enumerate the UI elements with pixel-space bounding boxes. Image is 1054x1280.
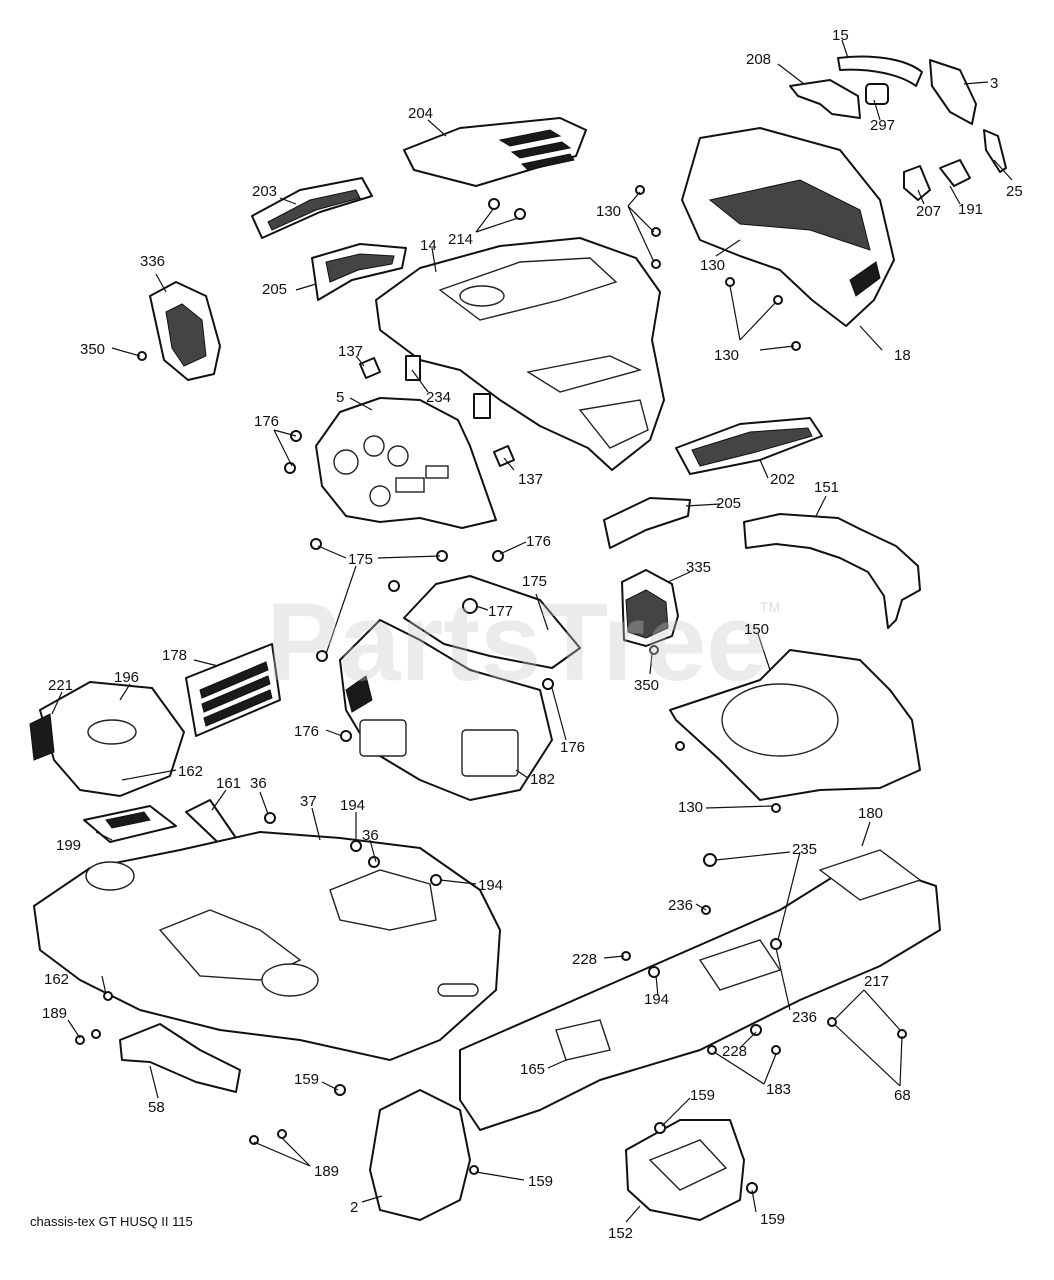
part-175-bracket	[403, 575, 581, 669]
callout-label: 36	[362, 827, 379, 844]
callout-label: 205	[262, 281, 287, 298]
watermark: PartsTree	[266, 581, 767, 704]
callout-label: 162	[44, 971, 69, 988]
callout-label: 3	[990, 75, 998, 92]
callout-label: 130	[700, 257, 725, 274]
callout-label: 151	[814, 479, 839, 496]
callout-label: 18	[894, 347, 911, 364]
callout-label: 194	[478, 877, 503, 894]
callout-label: 235	[792, 841, 817, 858]
callout-label: 130	[678, 799, 703, 816]
callout-label: 177	[488, 603, 513, 620]
part-151-bracket	[743, 513, 921, 629]
callout-label: 176	[254, 413, 279, 430]
callout-label: 180	[858, 805, 883, 822]
callout-label: 14	[420, 237, 437, 254]
callout-label: 194	[340, 797, 365, 814]
callout-label: 5	[336, 389, 344, 406]
callout-label: 15	[832, 27, 849, 44]
callout-label: 175	[348, 551, 373, 568]
callout-label: 217	[864, 973, 889, 990]
callout-label: 58	[148, 1099, 165, 1116]
callout-label: 236	[792, 1009, 817, 1026]
part-58-bracket	[119, 1023, 241, 1093]
callout-label: 234	[426, 389, 451, 406]
callout-label: 130	[596, 203, 621, 220]
callout-label: 205	[716, 495, 741, 512]
part-shapes	[29, 55, 1007, 1221]
callout-label: 221	[48, 677, 73, 694]
callout-label: 228	[722, 1043, 747, 1060]
callout-label: 165	[520, 1061, 545, 1078]
drawing-reference: chassis-tex GT HUSQ II 115	[30, 1214, 193, 1229]
leader-lines	[51, 39, 1013, 1223]
callout-label: 196	[114, 669, 139, 686]
callout-label: 137	[518, 471, 543, 488]
callout-label: 183	[766, 1081, 791, 1098]
part-297-clip	[865, 83, 889, 105]
callout-label: 150	[744, 621, 769, 638]
callout-label: 159	[690, 1087, 715, 1104]
callout-label: 159	[294, 1071, 319, 1088]
part-25-seal	[983, 129, 1007, 173]
callout-label: 228	[572, 951, 597, 968]
callout-label: 203	[252, 183, 277, 200]
part-191-latch	[939, 159, 971, 187]
callout-label: 214	[448, 231, 473, 248]
callout-label: 182	[530, 771, 555, 788]
part-15-handle	[837, 55, 923, 87]
part-180-frame	[459, 859, 941, 1131]
callout-label: 175	[522, 573, 547, 590]
callout-label: 204	[408, 105, 433, 122]
callout-label: 194	[644, 991, 669, 1008]
callout-label: 176	[526, 533, 551, 550]
callouts: 15 208 3 297 25 191 207 204 203 214 130 …	[42, 27, 1023, 1242]
callout-label: 189	[42, 1005, 67, 1022]
callout-label: 199	[56, 837, 81, 854]
callout-label: 207	[916, 203, 941, 220]
callout-label: 2	[350, 1199, 358, 1216]
callout-label: 159	[760, 1211, 785, 1228]
callout-label: 159	[528, 1173, 553, 1190]
part-205-lower-trim	[603, 497, 691, 549]
callout-label: 68	[894, 1087, 911, 1104]
callout-label: 236	[668, 897, 693, 914]
part-3-panel	[929, 59, 977, 125]
watermark-trademark: TM	[760, 599, 780, 615]
callout-label: 178	[162, 647, 187, 664]
callout-label: 176	[294, 723, 319, 740]
callout-label: 36	[250, 775, 267, 792]
callout-label: 137	[338, 343, 363, 360]
callout-label: 297	[870, 117, 895, 134]
callout-label: 350	[80, 341, 105, 358]
callout-label: 37	[300, 793, 317, 810]
callout-label: 161	[216, 775, 241, 792]
callout-label: 130	[714, 347, 739, 364]
part-2-rear-bracket	[369, 1089, 471, 1221]
callout-label: 191	[958, 201, 983, 218]
callout-label: 25	[1006, 183, 1023, 200]
callout-label: 152	[608, 1225, 633, 1242]
part-204-hood-top	[403, 117, 587, 187]
callout-label: 162	[178, 763, 203, 780]
callout-label: 202	[770, 471, 795, 488]
callout-label: 189	[314, 1163, 339, 1180]
part-208-bracket	[789, 79, 861, 119]
callout-label: 336	[140, 253, 165, 270]
callout-label: 350	[634, 677, 659, 694]
part-207-latch	[903, 165, 931, 201]
callout-label: 208	[746, 51, 771, 68]
callout-label: 176	[560, 739, 585, 756]
callout-label: 335	[686, 559, 711, 576]
